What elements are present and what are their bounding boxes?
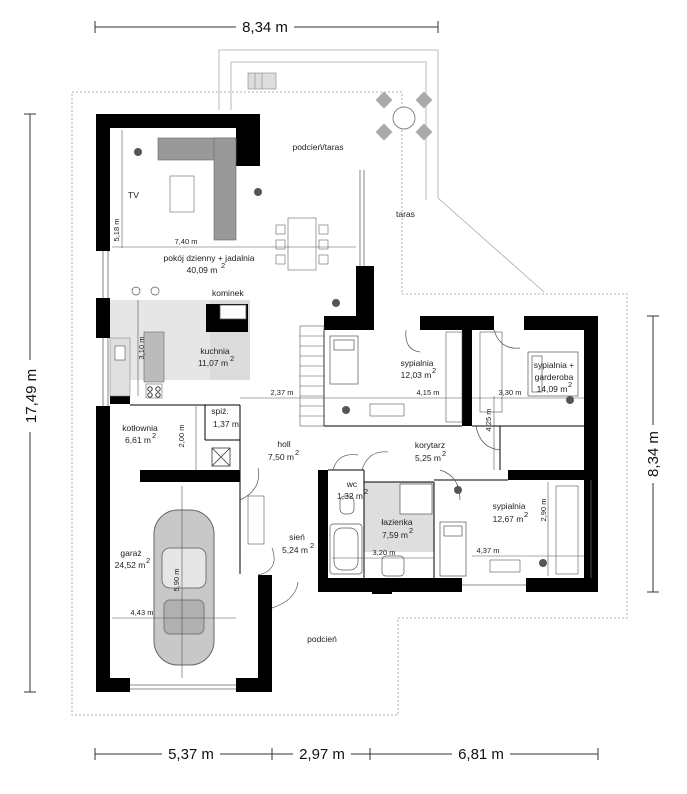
coffee-table-icon (169, 175, 195, 213)
sq-3: 2 (152, 431, 156, 440)
label-corridor-area: 5,25 m (415, 453, 441, 463)
sofa-icon (157, 137, 237, 241)
stairs-icon (299, 325, 325, 427)
vestibule-wardrobe-icon (247, 495, 265, 545)
label-kitchen-name: kuchnia (200, 346, 230, 356)
bed-icon-3 (439, 521, 467, 577)
fireplace-icon (219, 304, 247, 320)
dim-bottom-2: 2,97 m (299, 746, 345, 763)
label-pantry-area: 1,37 m (213, 419, 239, 429)
dim-bottom-1: 5,37 m (168, 746, 214, 763)
bathtub-icon (329, 523, 363, 575)
label-porch: podcień (307, 634, 337, 644)
sq-11: 2 (146, 556, 150, 565)
label-wc-area: 1,32 m (337, 491, 363, 501)
dim-left-label: 17,49 m (23, 369, 40, 423)
label-kitchen-area: 11,07 m (198, 358, 228, 368)
shower-icon (399, 483, 433, 515)
label-wc-name: wc (346, 479, 358, 489)
door-swings (239, 329, 521, 609)
toilet-icon (339, 495, 355, 515)
dim-330: 3,30 m (499, 388, 522, 397)
sq-9: 2 (409, 526, 413, 535)
sq-2: 2 (230, 354, 234, 363)
terrace-table-icon (375, 91, 433, 141)
desk-icon-3 (489, 559, 521, 573)
dim-top-label: 8,34 m (242, 19, 288, 36)
sq-12: 2 (310, 541, 314, 550)
label-kominek: kominek (212, 288, 244, 298)
stool-icon-2 (150, 286, 160, 296)
label-hall-area: 7,50 m (268, 452, 294, 462)
dim-437: 4,37 m (477, 546, 500, 555)
label-living-name: pokój dzienny + jadalnia (164, 253, 255, 263)
dim-740: 7,40 m (175, 237, 198, 246)
sq-1: 2 (221, 261, 225, 270)
label-bed3-area: 12,67 m (493, 514, 524, 524)
roof-outline (71, 91, 628, 716)
label-bed2-area: 14,09 m (537, 384, 568, 394)
bed-icon-1 (329, 335, 359, 385)
sq-6: 2 (568, 380, 572, 389)
plant-icons (134, 148, 574, 567)
label-bed2-name-1: sypialnia + (534, 360, 574, 370)
sq-7: 2 (442, 449, 446, 458)
dim-200: 2,00 m (177, 425, 186, 448)
windows (102, 170, 592, 690)
terrace-lounger-icon (247, 72, 277, 90)
label-bed3-name: sypialnia (492, 501, 525, 511)
label-boiler-name: kotłownia (122, 423, 158, 433)
label-pantry-name: spiż. (211, 406, 228, 416)
sq-10: 2 (524, 510, 528, 519)
sink-icon (114, 345, 126, 361)
label-taras-side: taras (396, 209, 415, 219)
stool-icon (131, 286, 141, 296)
sq-4: 2 (295, 448, 299, 457)
label-hall-name: holl (277, 439, 290, 449)
dim-right-label: 8,34 m (645, 431, 662, 477)
label-garage-area: 24,52 m (115, 560, 146, 570)
label-boiler-area: 6,61 m (125, 435, 151, 445)
bath-sink-icon (381, 555, 405, 577)
label-living-area: 40,09 m (187, 265, 218, 275)
label-bed2-name-2: garderoba (535, 372, 574, 382)
dim-290: 2,90 m (539, 499, 548, 522)
label-bed1-name: sypialnia (400, 358, 433, 368)
dim-237: 2,37 m (271, 388, 294, 397)
wardrobe-icon-3 (555, 485, 579, 575)
label-bath-name: łazienka (381, 517, 412, 527)
sq-8: 2 (364, 487, 368, 496)
label-vestibule-name: sień (289, 532, 305, 542)
desk-icon-1 (369, 403, 405, 417)
wardrobe-icon-1 (445, 331, 463, 423)
dim-425: 4,25 m (484, 409, 493, 432)
kitchen-island-icon (143, 331, 165, 399)
wardrobe-icon-2 (479, 331, 503, 413)
label-vestibule-area: 5,24 m (282, 545, 308, 555)
dim-bottom-3: 6,81 m (458, 746, 504, 763)
label-corridor-name: korytarz (415, 440, 445, 450)
dim-415: 4,15 m (417, 388, 440, 397)
dim-310: 3,10 m (137, 337, 146, 360)
dim-443: 4,43 m (131, 608, 154, 617)
label-tv: TV (128, 190, 139, 200)
label-bath-area: 7,59 m (382, 530, 408, 540)
car-icon (153, 509, 215, 666)
sq-5: 2 (432, 366, 436, 375)
dim-320: 3,20 m (373, 548, 396, 557)
inner-dimension-lines (112, 130, 584, 678)
dim-590: 5,90 m (172, 569, 181, 592)
label-garage-name: garaż (120, 548, 141, 558)
dining-table-icon (275, 217, 329, 271)
dim-518: 5,18 m (112, 219, 121, 242)
bed-icon-2 (527, 351, 579, 397)
label-taras-top: podcień/taras (292, 142, 343, 152)
label-bed1-area: 12,03 m (401, 370, 432, 380)
